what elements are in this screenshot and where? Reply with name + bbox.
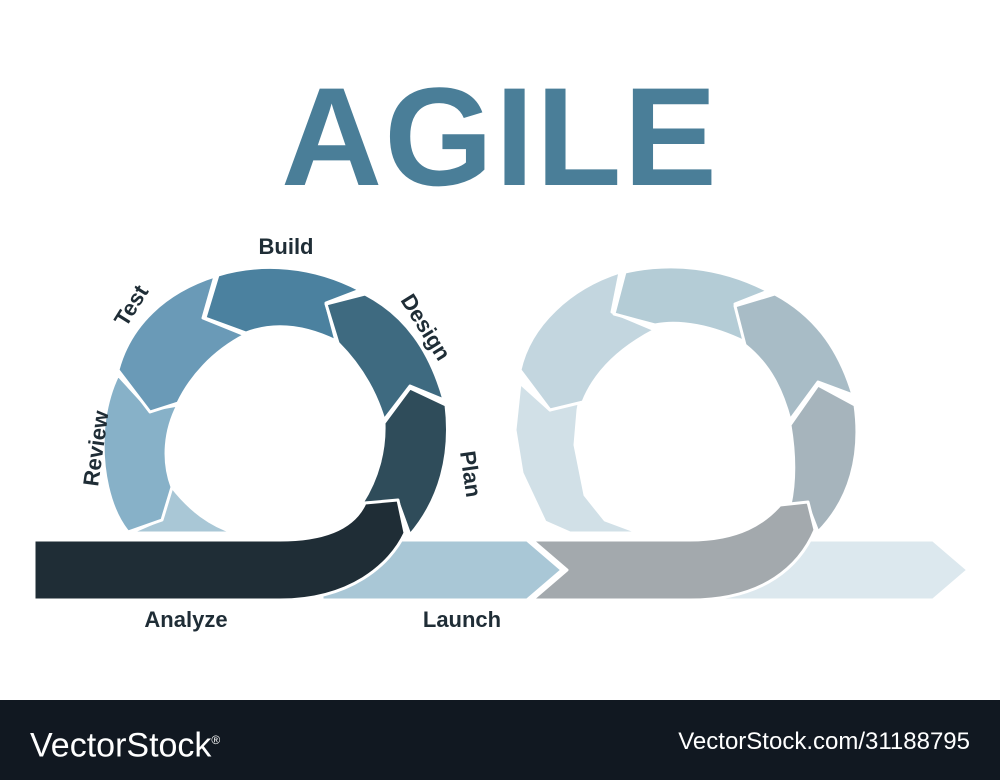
watermark-footer: VectorStock® VectorStock.com/31188795 bbox=[0, 700, 1000, 780]
registered-mark-icon: ® bbox=[211, 733, 221, 747]
vectorstock-logo: VectorStock® bbox=[30, 720, 220, 765]
ghost-design-segment bbox=[733, 292, 855, 422]
analyze-bar bbox=[32, 498, 407, 602]
ghost-cycle bbox=[513, 265, 970, 602]
design-segment bbox=[324, 292, 446, 422]
step-label-launch: Launch bbox=[423, 607, 501, 632]
step-label-plan: Plan bbox=[455, 449, 486, 498]
image-credit: VectorStock.com/31188795 bbox=[678, 728, 970, 755]
agile-cycle-diagram: Build Design Plan Test Review Analyze La… bbox=[32, 234, 970, 632]
page-title: AGILE bbox=[281, 58, 719, 215]
main-cycle bbox=[32, 265, 564, 602]
step-label-build: Build bbox=[259, 234, 314, 259]
ghost-launch-bar bbox=[530, 500, 817, 602]
step-label-analyze: Analyze bbox=[144, 607, 227, 632]
ghost-test-segment bbox=[518, 270, 657, 412]
brand-name: VectorStock bbox=[30, 726, 212, 765]
ghost-build-segment bbox=[612, 265, 770, 344]
test-segment bbox=[116, 274, 247, 414]
review-segment bbox=[101, 373, 180, 534]
build-segment bbox=[203, 265, 362, 343]
